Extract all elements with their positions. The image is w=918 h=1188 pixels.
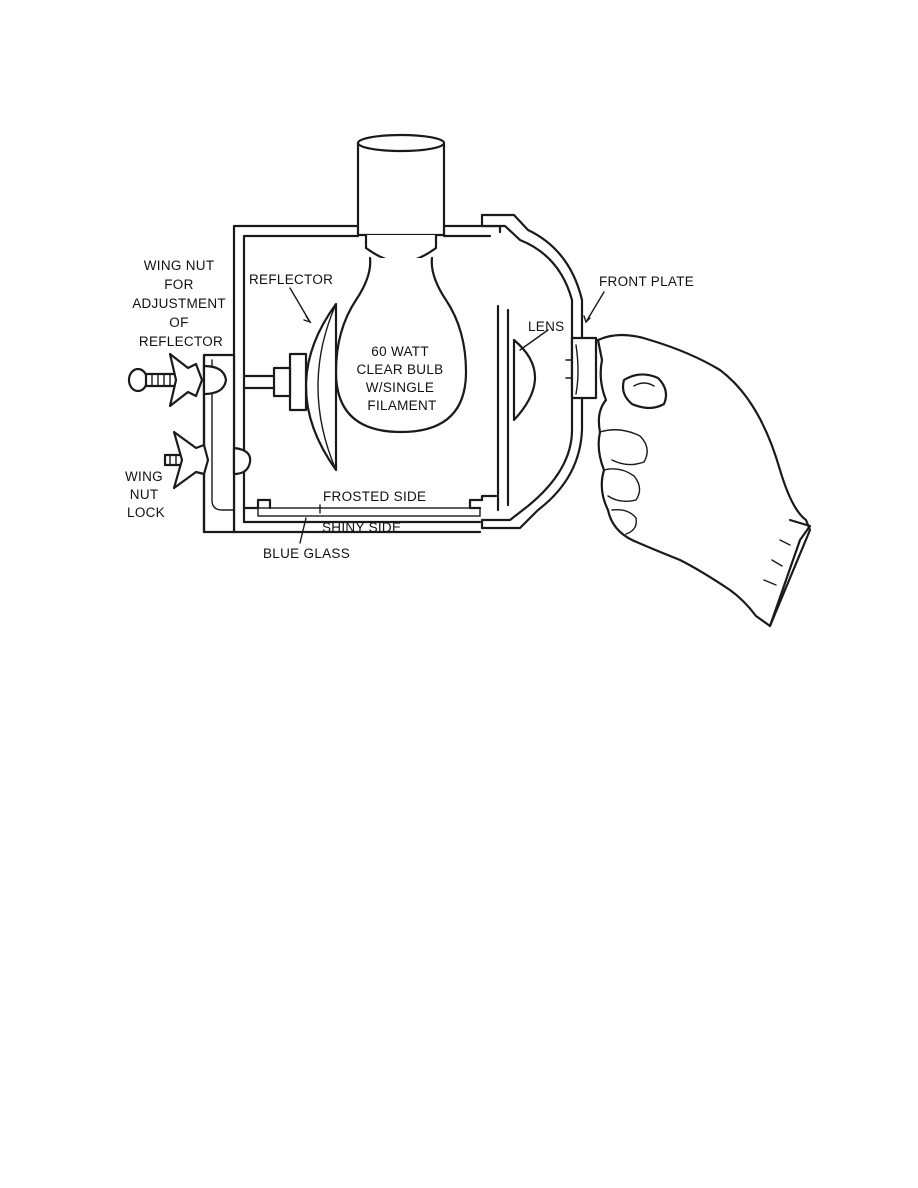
bulb-line-4: FILAMENT [367,398,436,413]
wing-nut-line-4: OF [169,315,188,330]
reflector-assembly [242,302,338,472]
bulb-line-2: CLEAR BULB [356,362,443,377]
bulb-line-3: W/SINGLE [366,380,434,395]
blue-glass [242,494,498,517]
reflector-label: REFLECTOR [249,272,333,287]
wing-nut-adjustment-label: WING NUT FOR ADJUSTMENT OF REFLECTOR [132,258,230,349]
frosted-side-label: FROSTED SIDE [323,489,426,504]
bulb-line-1: 60 WATT [371,344,428,359]
lock-line-2: NUT [130,487,158,502]
wing-nut-line-5: REFLECTOR [139,334,223,349]
light-bulb [334,256,468,434]
front-plate-label: FRONT PLATE [599,274,694,289]
lens-label: LENS [528,319,564,334]
bulb-label: 60 WATT CLEAR BULB W/SINGLE FILAMENT [356,344,447,413]
wing-nut-line-1: WING NUT [144,258,214,273]
bulb-socket [356,133,446,264]
lock-line-3: LOCK [127,505,165,520]
blue-glass-label: BLUE GLASS [263,546,350,561]
hand-illustration [596,333,812,628]
front-plate [480,213,598,530]
wing-nut-line-2: FOR [164,277,193,292]
lock-line-1: WING [125,469,163,484]
lock-wing-nut [163,430,252,490]
adjustment-wing-nut [127,352,228,408]
shiny-side-label: SHINY SIDE [322,520,401,535]
wing-nut-lock-label: WING NUT LOCK [125,469,167,520]
leader-lines [289,287,605,544]
lens-assembly [496,304,536,512]
wing-nut-line-3: ADJUSTMENT [132,296,226,311]
